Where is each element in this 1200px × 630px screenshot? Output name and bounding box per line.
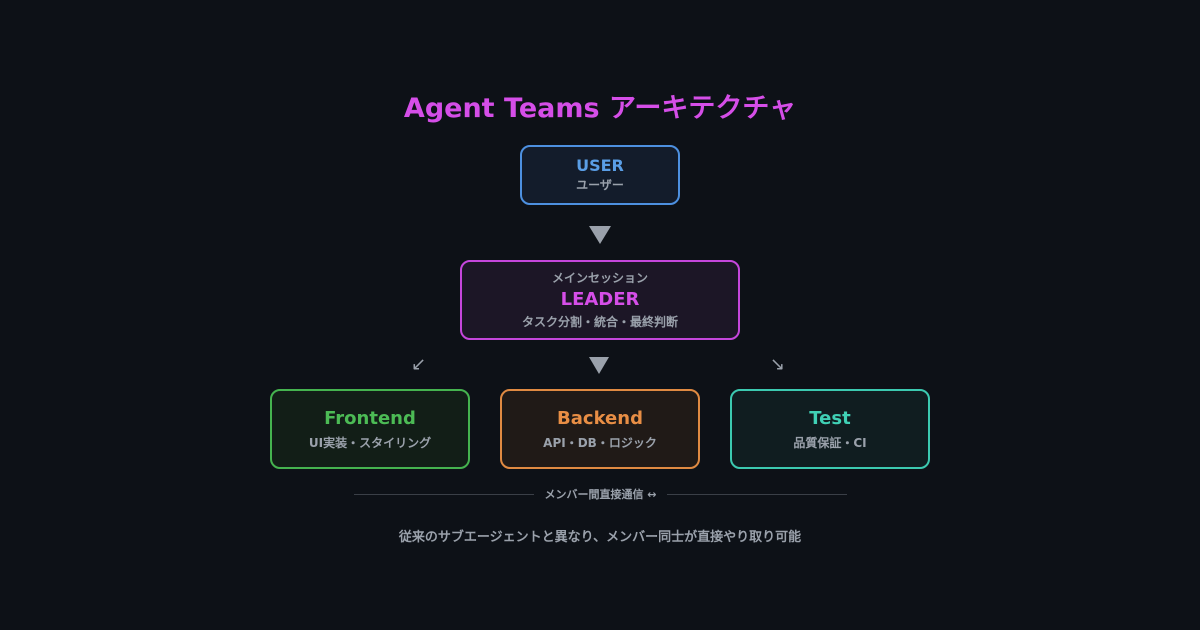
backend-node-sub: API・DB・ロジック — [543, 436, 657, 450]
arrow-down-icon — [589, 226, 611, 244]
diagram-title: Agent Teams アーキテクチャ — [403, 93, 797, 124]
user-node-sub: ユーザー — [576, 178, 624, 192]
frontend-node: Frontend UI実装・スタイリング — [270, 389, 470, 469]
arrow-down-icon — [589, 357, 609, 374]
divider-line-right — [667, 494, 847, 495]
arrow-down-left-icon: ↙ — [411, 354, 427, 375]
frontend-node-sub: UI実装・スタイリング — [308, 436, 432, 450]
leader-node-role: メインセッション — [551, 271, 648, 285]
footnote: 従来のサブエージェントと異なり、メンバー同士が直接やり取り可能 — [398, 530, 802, 545]
arrow-down-right-icon: ↘ — [770, 354, 786, 375]
frontend-node-name: Frontend — [324, 408, 416, 429]
leader-node-name: LEADER — [560, 289, 640, 310]
divider-line-left — [354, 494, 534, 495]
member-communication-label: メンバー間直接通信 ↔ — [544, 488, 657, 501]
test-node: Test 品質保証・CI — [730, 389, 930, 469]
backend-node: Backend API・DB・ロジック — [500, 389, 700, 469]
leader-node-sub: タスク分割・統合・最終判断 — [521, 315, 678, 329]
leader-node: メインセッション LEADER タスク分割・統合・最終判断 — [460, 260, 740, 340]
user-node-name: USER — [576, 156, 624, 175]
user-node: USER ユーザー — [520, 145, 680, 205]
backend-node-name: Backend — [557, 408, 643, 429]
test-node-name: Test — [809, 408, 851, 429]
test-node-sub: 品質保証・CI — [793, 436, 867, 450]
